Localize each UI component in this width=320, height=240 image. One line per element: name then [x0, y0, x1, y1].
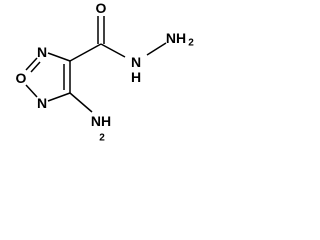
- amino-group-subscript: 2: [99, 133, 105, 144]
- hydrazide-nh-hydrogen-label: H: [131, 69, 141, 85]
- bond-carbonyl-c-to-nh: [100, 43, 126, 58]
- ring-nitrogen-top-label: N: [37, 44, 47, 60]
- carbonyl-oxygen-label: O: [96, 0, 107, 16]
- bond-ring-n-top-to-c3: [47, 52, 71, 62]
- hydrazide-nh-label: N: [131, 54, 141, 70]
- hydrazide-nh2-subscript: 2: [188, 38, 194, 49]
- amino-group-label: NH: [91, 113, 111, 129]
- bond-c4-to-amino: [69, 92, 93, 113]
- ring-oxygen-label: O: [16, 70, 27, 86]
- bond-ring-n-bottom-to-o: [25, 84, 38, 98]
- hydrazide-nh2-label: NH: [166, 30, 186, 46]
- ring-nitrogen-bottom-label: N: [37, 95, 47, 111]
- chemical-structure: O N O N N H NH 2 NH 2: [16, 0, 195, 144]
- bond-ring-o-n-top-inner: [30, 61, 41, 73]
- bond-nh-to-nh2: [146, 42, 167, 56]
- bond-c3-to-carbonyl-c: [69, 43, 102, 62]
- bond-ring-c4-to-n-bottom: [47, 92, 71, 102]
- bond-ring-o-to-n-top: [25, 57, 38, 71]
- molecule-canvas: O N O N N H NH 2 NH 2: [0, 0, 198, 148]
